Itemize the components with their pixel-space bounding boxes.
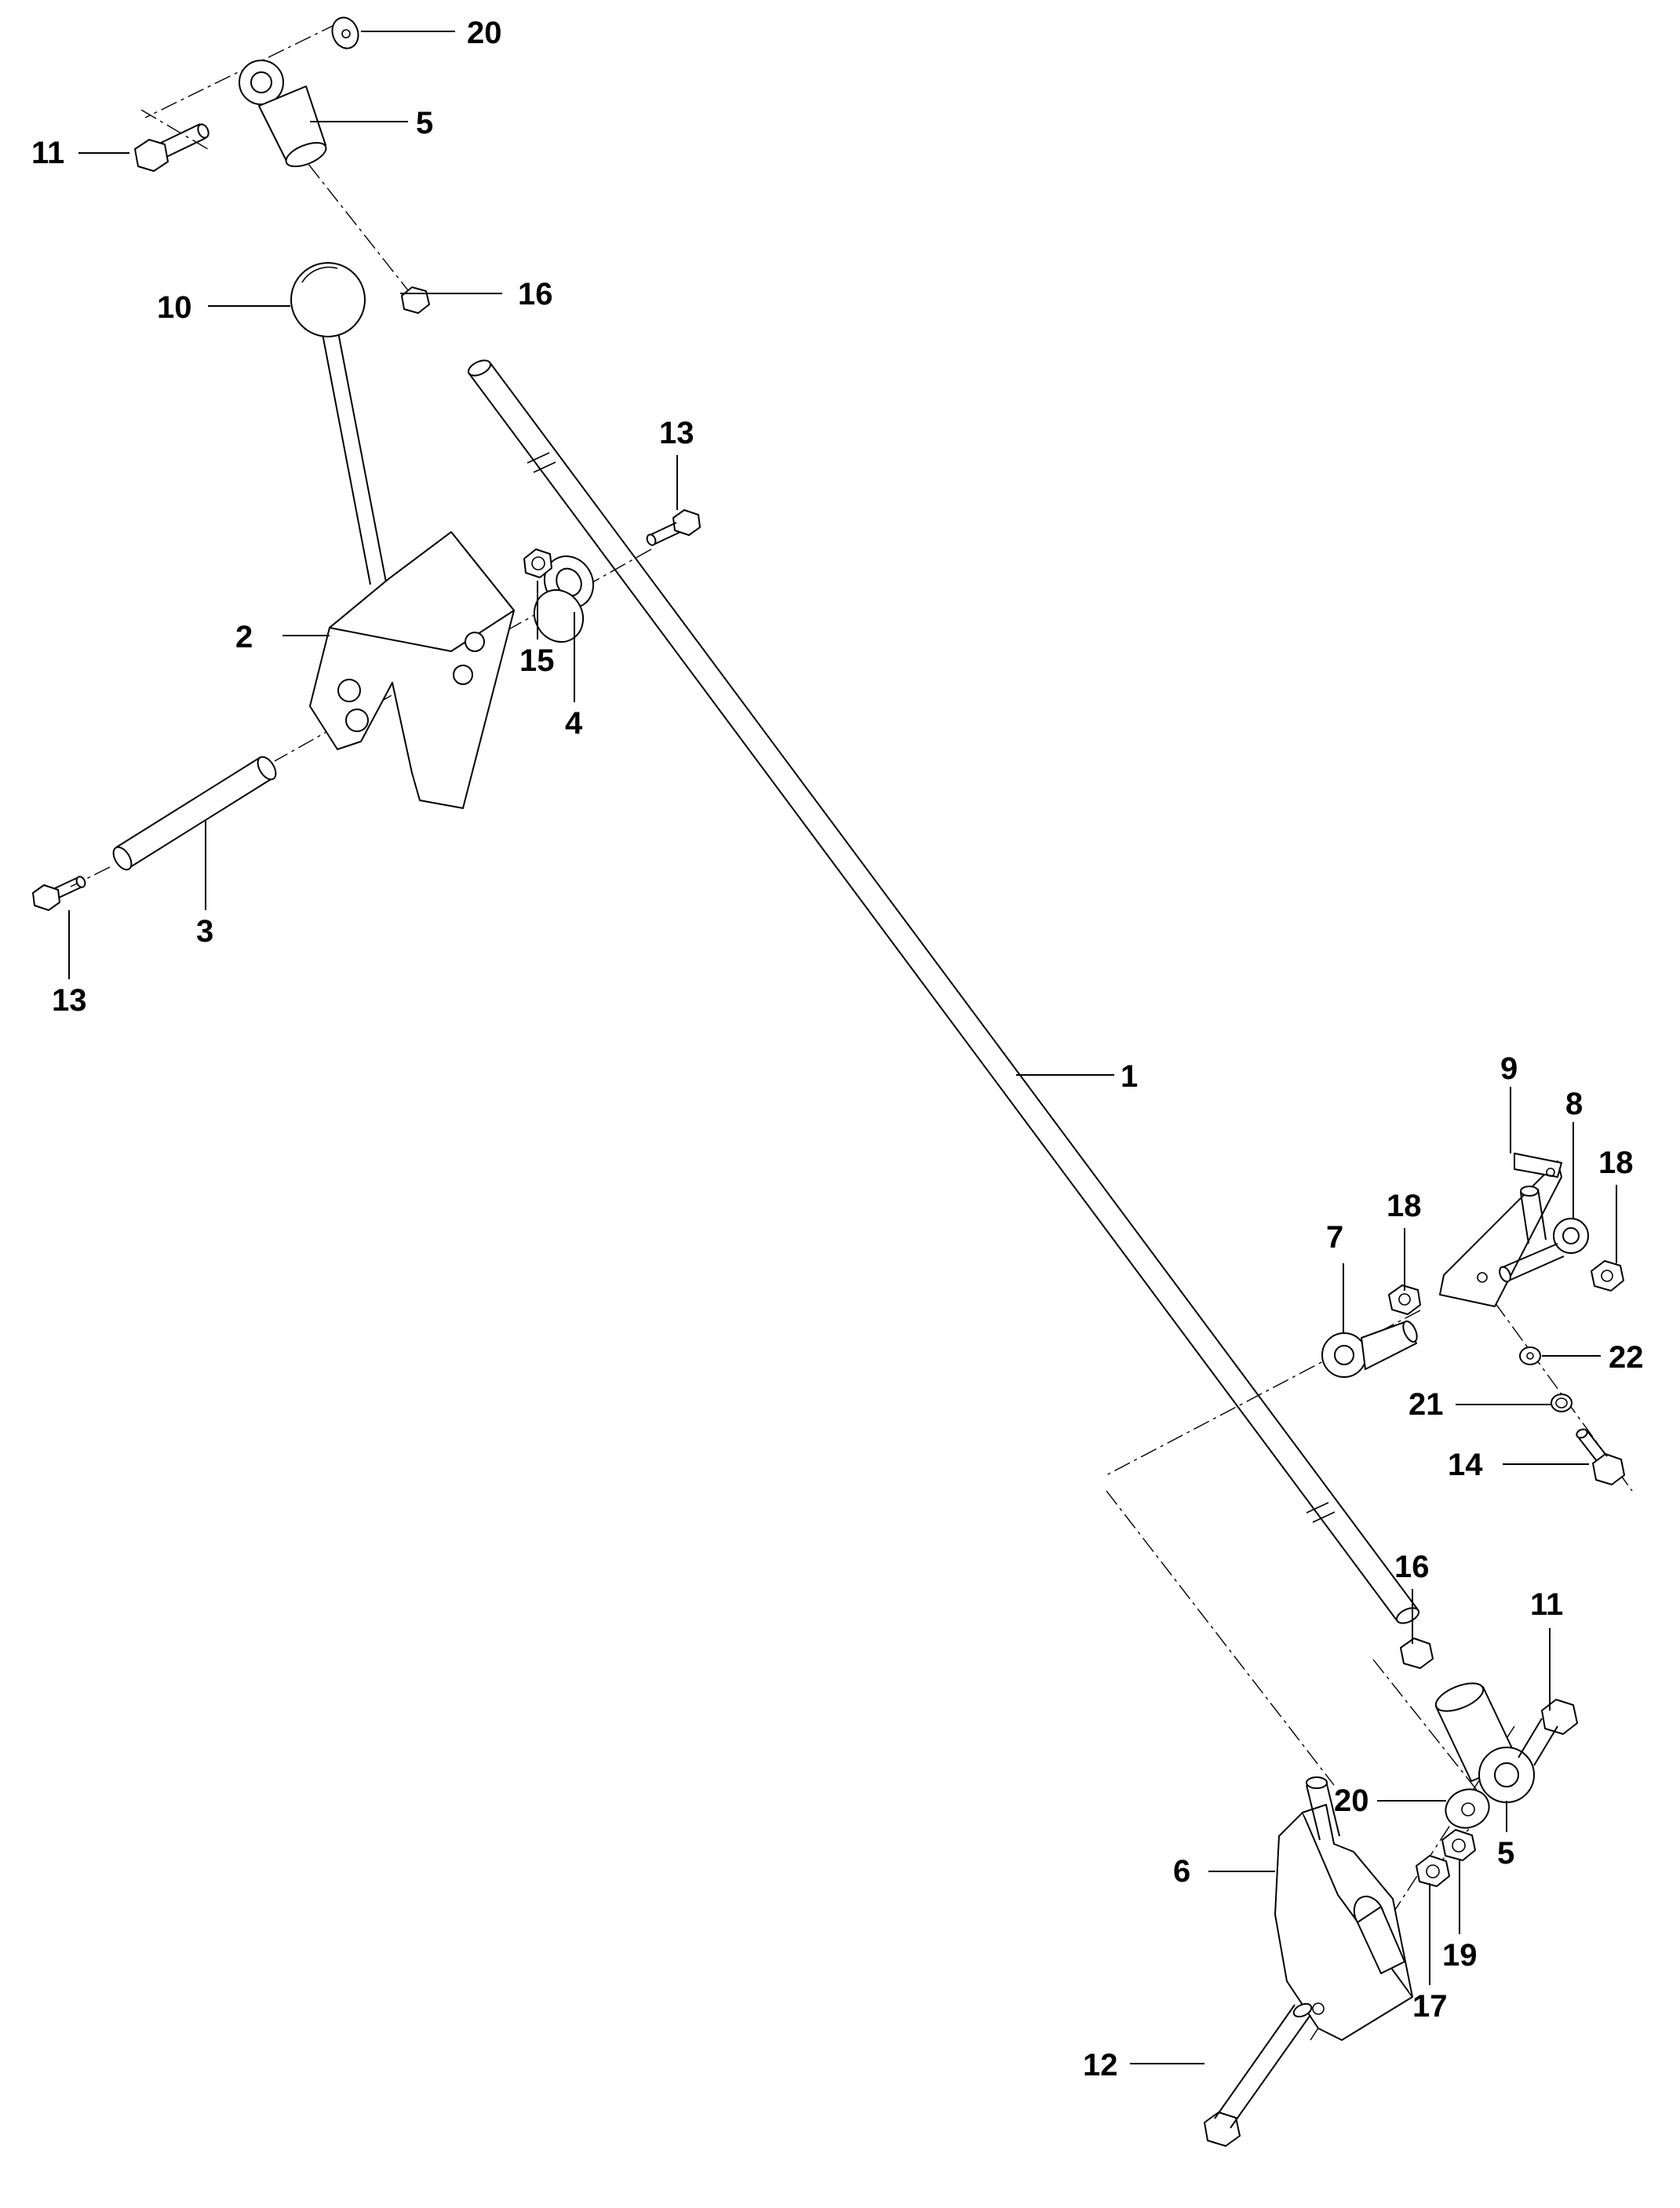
callout-22: 22 — [1609, 1340, 1644, 1375]
callout-8: 8 — [1565, 1087, 1583, 1121]
nut-part-16-top — [401, 286, 430, 314]
leader-lines — [68, 31, 1617, 2064]
callout-21: 21 — [1409, 1387, 1444, 1422]
nut-part-15 — [523, 548, 552, 578]
callout-4: 4 — [565, 706, 583, 741]
washer-part-20-bottom — [1445, 1788, 1490, 1829]
callout-18-left: 18 — [1387, 1189, 1422, 1223]
rod-part-1 — [467, 359, 1420, 1624]
nut-part-17 — [1416, 1855, 1450, 1887]
lever-bracket-part-2 — [309, 531, 515, 809]
callout-14: 14 — [1448, 1448, 1483, 1482]
callout-numbers: 1 2 3 4 5 5 6 7 8 9 10 11 11 12 13 13 14… — [31, 16, 1644, 2082]
callout-16-top: 16 — [518, 277, 553, 312]
callout-11-bottom: 11 — [1530, 1587, 1563, 1622]
rod-end-part-5-bottom — [1434, 1682, 1535, 1803]
pivot-tube-part-3 — [112, 756, 277, 871]
callout-7: 7 — [1326, 1220, 1343, 1255]
callout-17: 17 — [1412, 1989, 1448, 2024]
callout-13-left: 13 — [52, 983, 87, 1018]
callout-5-top: 5 — [416, 106, 433, 140]
bolt-part-13-lower — [32, 876, 86, 911]
washer-part-22 — [1519, 1346, 1541, 1365]
callout-3: 3 — [196, 914, 213, 949]
bolt-part-11-bottom — [1518, 1699, 1578, 1766]
callout-12: 12 — [1083, 2048, 1118, 2082]
callout-10: 10 — [157, 290, 192, 325]
lock-washer-part-21 — [1551, 1394, 1572, 1412]
nut-part-19 — [1441, 1829, 1476, 1861]
callout-19: 19 — [1442, 1938, 1478, 1973]
callout-18-right: 18 — [1598, 1146, 1634, 1180]
callout-5-bottom: 5 — [1497, 1836, 1514, 1871]
callout-11-top: 11 — [31, 136, 64, 170]
rod-end-part-8 — [1499, 1218, 1589, 1283]
callout-2: 2 — [235, 620, 253, 654]
callout-9: 9 — [1500, 1051, 1518, 1086]
bracket-part-6 — [1274, 1776, 1413, 2041]
callout-15: 15 — [519, 643, 555, 678]
bolt-part-12 — [1204, 2002, 1313, 2147]
callout-1: 1 — [1121, 1059, 1138, 1094]
callout-16-bottom: 16 — [1394, 1550, 1430, 1584]
spacer-part-4 — [533, 555, 595, 643]
arm-plate-part-9 — [1439, 1153, 1562, 1307]
rod-end-part-7 — [1321, 1320, 1418, 1378]
callout-6: 6 — [1173, 1854, 1190, 1889]
callout-13-top: 13 — [659, 416, 694, 450]
nut-part-18-right — [1591, 1260, 1624, 1292]
bolt-part-11-top — [134, 123, 210, 172]
bolt-part-13-upper — [646, 509, 701, 546]
rod-end-part-5-top — [239, 60, 327, 168]
washer-part-20-top — [331, 16, 359, 49]
callout-20-top: 20 — [467, 16, 502, 50]
callout-20-bottom: 20 — [1334, 1784, 1369, 1818]
nut-part-16-bottom — [1400, 1638, 1434, 1669]
shift-lever-knob-part-10 — [290, 262, 387, 585]
bolt-part-14 — [1576, 1428, 1625, 1485]
nut-part-18-left — [1388, 1284, 1421, 1315]
